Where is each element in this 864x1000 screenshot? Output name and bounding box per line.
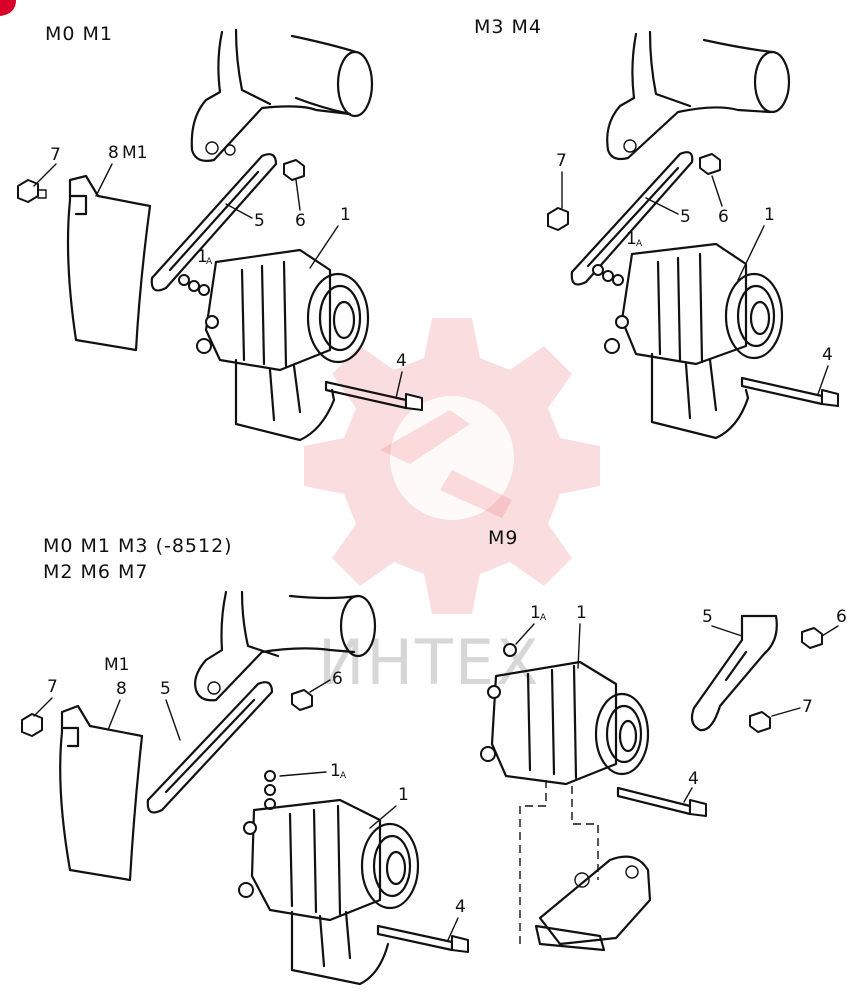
bolt-4 <box>324 380 423 411</box>
callout-1: 1 <box>764 205 775 225</box>
callout-5: 5 <box>680 207 691 227</box>
callout-1a: 1 <box>626 229 637 249</box>
bolt-4 <box>616 786 707 817</box>
callout-8: 8 <box>116 679 127 699</box>
bolt-7 <box>547 207 569 231</box>
bolt-6 <box>699 153 721 175</box>
washers-1a <box>264 770 276 810</box>
callout-4: 4 <box>455 897 466 917</box>
callout-7: 7 <box>802 697 813 717</box>
alternator-1 <box>604 242 784 440</box>
bolt-7 <box>749 711 771 733</box>
lower-bracket <box>534 855 652 952</box>
bolt-6 <box>283 159 305 181</box>
callout-1: 1 <box>340 205 351 225</box>
callout-1: 1 <box>398 785 409 805</box>
engine-bracket-outline <box>190 28 374 162</box>
callout-6: 6 <box>718 207 729 227</box>
callout-m1: M1 <box>122 143 147 163</box>
bolt-4 <box>740 376 839 407</box>
callout-6: 6 <box>836 607 847 627</box>
callout-5: 5 <box>702 607 713 627</box>
strap-5 <box>690 614 778 732</box>
callout-7: 7 <box>47 677 58 697</box>
callout-1a: 1 <box>330 761 341 781</box>
callout-7: 7 <box>50 145 61 165</box>
alternator-1 <box>196 248 370 442</box>
watermark-gear-logo <box>304 318 600 614</box>
callout-5: 5 <box>160 679 171 699</box>
group-m3-m4: M3 M4 7 5 6 1 A <box>474 16 839 440</box>
alternator-1 <box>238 798 420 986</box>
group-heading-line2: M2 M6 M7 <box>43 561 149 583</box>
group-heading-line1: M0 M1 M3 (-8512) <box>43 535 233 557</box>
strap-5 <box>146 681 274 814</box>
callout-8: 8 <box>108 143 119 163</box>
strap-5 <box>150 153 278 292</box>
alternator-1 <box>480 660 650 786</box>
corner-mark <box>0 0 16 16</box>
engine-bracket-outline <box>606 30 791 161</box>
callout-4: 4 <box>396 351 407 371</box>
engine-bracket-outline <box>194 590 377 702</box>
callout-1a-sub: A <box>206 257 213 267</box>
callout-1a: 1 <box>197 247 208 267</box>
bolt-7 <box>17 179 47 203</box>
group-heading: M3 M4 <box>474 16 542 38</box>
strap-5 <box>570 151 694 286</box>
washers-1a <box>592 264 624 286</box>
bolt-6 <box>801 627 823 649</box>
callout-1a-sub: A <box>540 613 547 623</box>
callout-1a: 1 <box>530 603 541 623</box>
callout-6: 6 <box>332 669 343 689</box>
callout-1a-sub: A <box>340 771 347 781</box>
washers-1a <box>178 274 210 296</box>
callout-5: 5 <box>254 211 265 231</box>
cover-8 <box>66 174 152 352</box>
callout-4: 4 <box>688 769 699 789</box>
nut-1a <box>503 643 517 657</box>
callout-1a-sub: A <box>636 239 643 249</box>
callout-4: 4 <box>822 345 833 365</box>
callout-6: 6 <box>295 211 306 231</box>
watermark-text: ИНТЕХ <box>318 626 541 699</box>
callout-m1: M1 <box>104 655 129 675</box>
group-m0-m1: M0 M1 7 8 M1 5 6 <box>17 23 423 442</box>
group-m0-m1-m3-m2-m6-m7: M0 M1 M3 (-8512) M2 M6 M7 M1 7 8 5 6 <box>21 535 469 986</box>
callout-1: 1 <box>576 603 587 623</box>
group-m9: M9 1 A 1 5 6 <box>480 527 847 952</box>
bolt-6 <box>291 689 313 711</box>
group-heading: M0 M1 <box>45 23 113 45</box>
dashed-leader <box>519 780 599 946</box>
cover-8 <box>59 704 144 882</box>
callout-7: 7 <box>556 151 567 171</box>
group-heading: M9 <box>488 527 518 549</box>
bolt-4 <box>376 924 469 953</box>
bolt-7 <box>21 713 43 737</box>
